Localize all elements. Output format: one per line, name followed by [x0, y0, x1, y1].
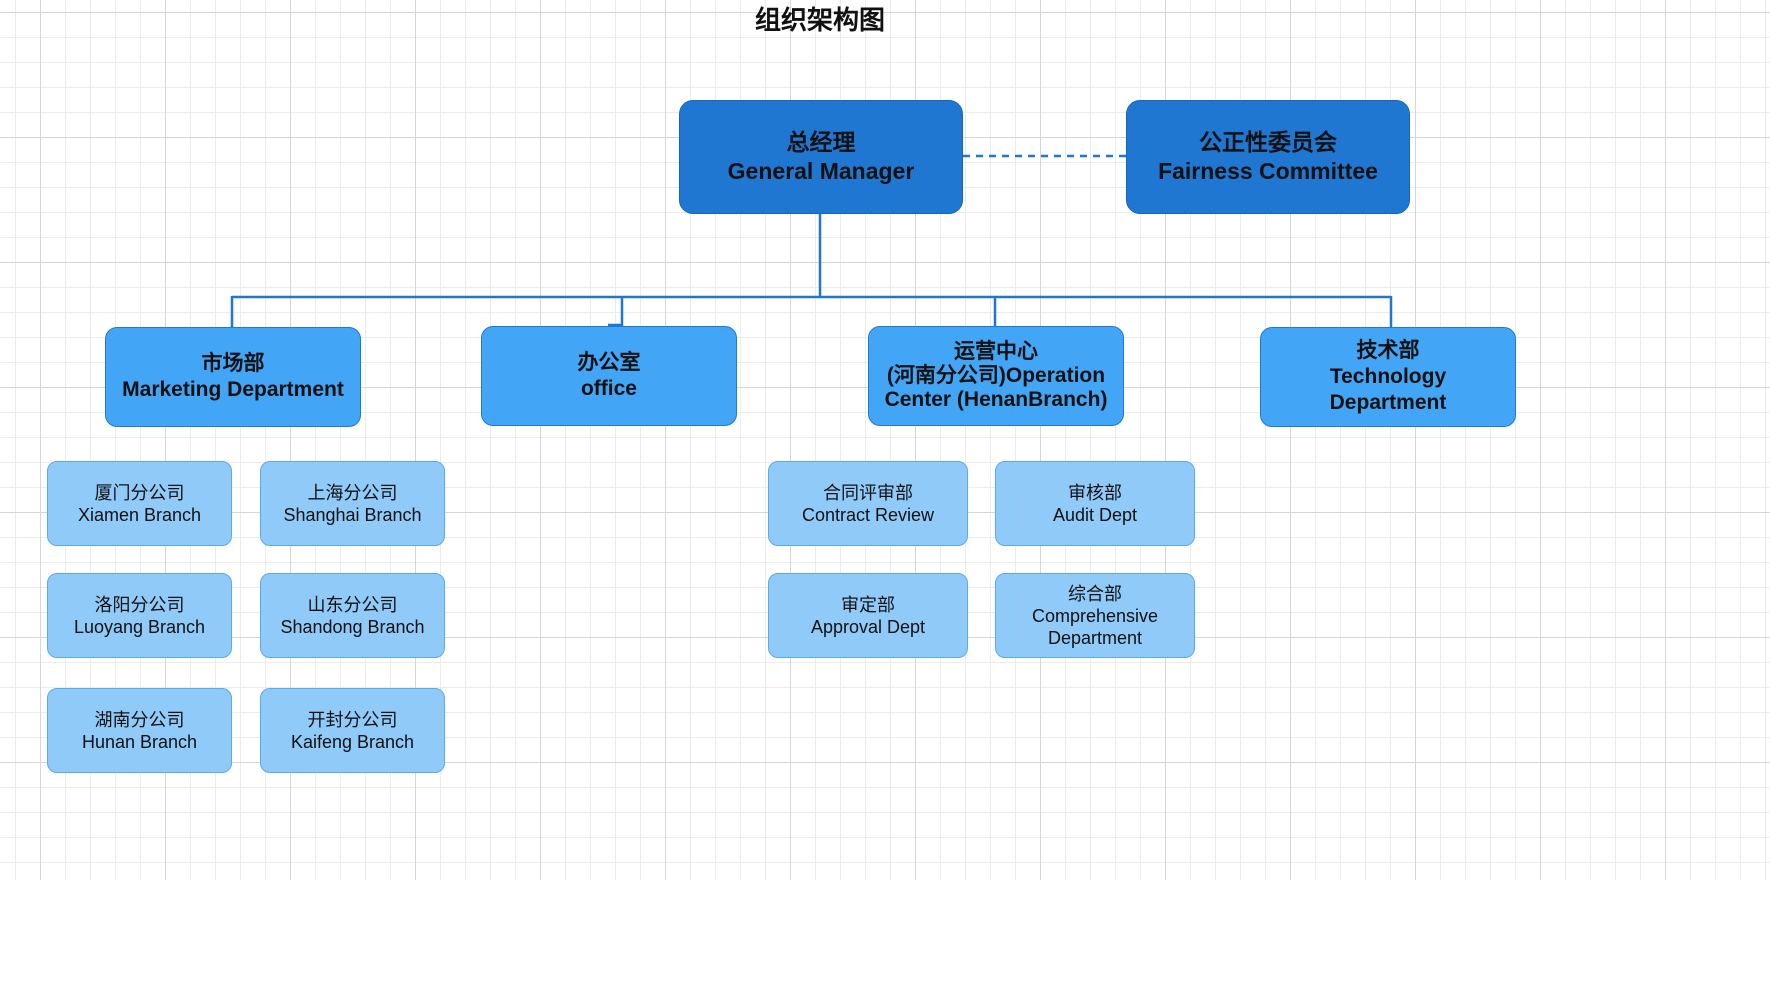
- unit-audit-dept[interactable]: 审核部 Audit Dept: [995, 461, 1195, 546]
- branch-kaifeng-en: Kaifeng Branch: [290, 731, 415, 752]
- contract-review-zh: 合同评审部: [823, 482, 913, 503]
- operation-center-node[interactable]: 运营中心 (河南分公司)Operation Center (HenanBranc…: [868, 326, 1124, 426]
- branch-hunan-en: Hunan Branch: [81, 731, 198, 752]
- drop-office: [608, 296, 624, 327]
- branch-shanghai[interactable]: 上海分公司 Shanghai Branch: [260, 461, 445, 546]
- branch-luoyang-zh: 洛阳分公司: [94, 594, 185, 615]
- approval-dept-zh: 审定部: [841, 594, 895, 615]
- unit-contract-review[interactable]: 合同评审部 Contract Review: [768, 461, 968, 546]
- marketing-en: Marketing Department: [122, 378, 344, 401]
- branch-shandong-en: Shandong Branch: [280, 616, 425, 637]
- branch-hunan[interactable]: 湖南分公司 Hunan Branch: [47, 688, 232, 773]
- operation-zh: 运营中心: [954, 340, 1038, 363]
- comprehensive-en-line1: Comprehensive: [1031, 605, 1159, 626]
- branch-kaifeng-zh: 开封分公司: [307, 709, 398, 730]
- office-node[interactable]: 办公室 office: [481, 326, 737, 426]
- branch-xiamen-en: Xiamen Branch: [77, 504, 202, 525]
- general-manager-node[interactable]: 总经理 General Manager: [679, 100, 963, 214]
- branch-hunan-zh: 湖南分公司: [94, 709, 185, 730]
- fairness-committee-node[interactable]: 公正性委员会 Fairness Committee: [1126, 100, 1410, 214]
- marketing-department-node[interactable]: 市场部 Marketing Department: [105, 327, 361, 427]
- unit-comprehensive-department[interactable]: 综合部 Comprehensive Department: [995, 573, 1195, 658]
- canvas-bottom-margin: [0, 880, 1770, 992]
- branch-shanghai-zh: 上海分公司: [307, 482, 398, 503]
- branch-shandong[interactable]: 山东分公司 Shandong Branch: [260, 573, 445, 658]
- comprehensive-zh: 综合部: [1068, 583, 1122, 604]
- contract-review-en: Contract Review: [801, 504, 935, 525]
- branch-luoyang[interactable]: 洛阳分公司 Luoyang Branch: [47, 573, 232, 658]
- office-en: office: [580, 377, 637, 400]
- branch-xiamen[interactable]: 厦门分公司 Xiamen Branch: [47, 461, 232, 546]
- marketing-zh: 市场部: [201, 352, 265, 375]
- fairness-committee-en: Fairness Committee: [1158, 158, 1378, 184]
- diagram-title: 组织架构图: [754, 5, 885, 35]
- branch-kaifeng[interactable]: 开封分公司 Kaifeng Branch: [260, 688, 445, 773]
- audit-dept-en: Audit Dept: [1052, 504, 1138, 525]
- operation-en-line2: Center (HenanBranch): [884, 388, 1108, 411]
- technology-department-node[interactable]: 技术部 Technology Department: [1260, 327, 1516, 427]
- branch-shandong-zh: 山东分公司: [307, 594, 398, 615]
- fairness-committee-zh: 公正性委员会: [1199, 129, 1337, 155]
- technology-en: Technology Department: [1329, 365, 1447, 414]
- unit-approval-dept[interactable]: 审定部 Approval Dept: [768, 573, 968, 658]
- general-manager-en: General Manager: [727, 158, 915, 184]
- approval-dept-en: Approval Dept: [810, 616, 926, 637]
- branch-luoyang-en: Luoyang Branch: [73, 616, 206, 637]
- branch-xiamen-zh: 厦门分公司: [94, 482, 185, 503]
- comprehensive-en-line2: Department: [1047, 627, 1143, 648]
- general-manager-zh: 总经理: [786, 129, 856, 155]
- audit-dept-zh: 审核部: [1068, 482, 1122, 503]
- technology-zh: 技术部: [1356, 339, 1420, 362]
- office-zh: 办公室: [577, 351, 641, 374]
- operation-en-line1: (河南分公司)Operation: [886, 364, 1106, 387]
- branch-shanghai-en: Shanghai Branch: [283, 504, 422, 525]
